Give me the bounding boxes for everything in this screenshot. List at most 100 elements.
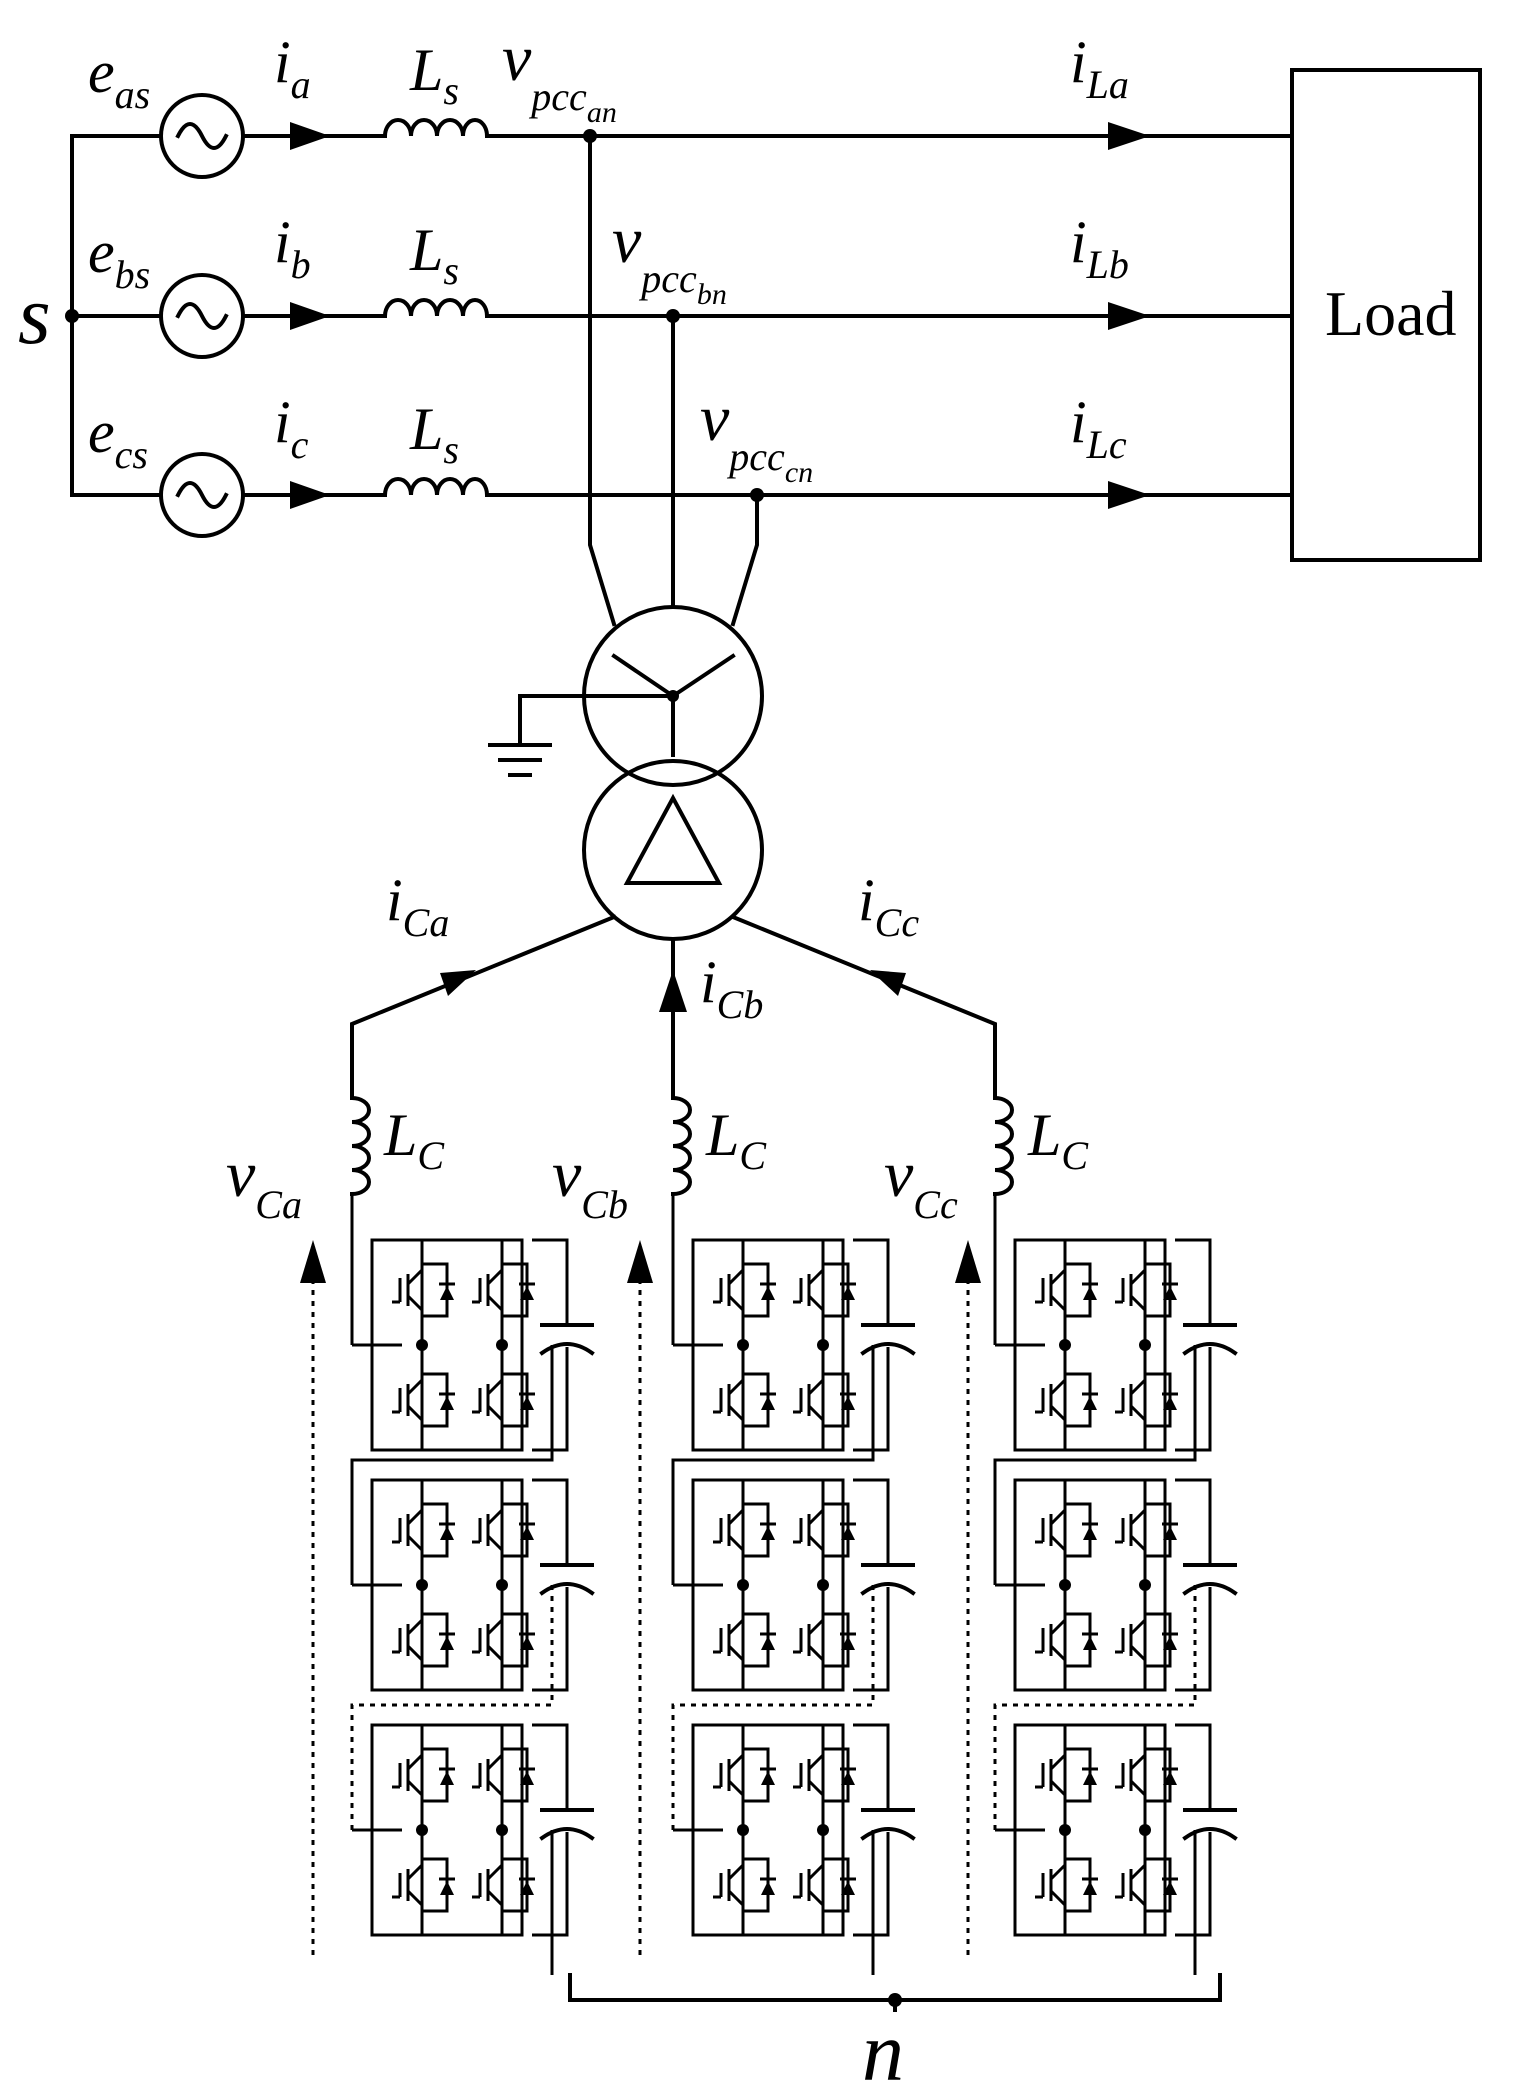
cell-frame [1013, 1238, 1167, 1452]
neutral-label: n [862, 2006, 904, 2091]
igbt-collector-icon [1049, 1863, 1067, 1881]
igbt-frame-icon [500, 1857, 529, 1913]
igbt-collector-icon [1129, 1508, 1147, 1526]
load-current-a-sub: La [1086, 62, 1129, 107]
igbt-frame-icon [1063, 1502, 1092, 1558]
svg-text:vCc: vCc [884, 1138, 958, 1227]
igbt-frame-icon [821, 1502, 850, 1558]
igbt-emitter-icon [1129, 1534, 1147, 1552]
igbt-collector-icon [406, 1508, 424, 1526]
igbt-emitter-icon [486, 1294, 504, 1312]
converter-current-c: i [858, 867, 875, 933]
source-inductor-c-label: L [409, 396, 443, 462]
capacitor-curve-icon [860, 1342, 916, 1356]
igbt-emitter-icon [486, 1404, 504, 1422]
cell-dc-top-wire [532, 1723, 569, 1810]
igbt-frame-icon [741, 1372, 770, 1428]
svg-text:iCa: iCa [386, 867, 449, 945]
converter-feeds [350, 914, 997, 1100]
cell-dc-top-wire [1175, 1238, 1212, 1325]
cell-mid-right-node [496, 1579, 508, 1591]
cell-dc-top-wire [853, 1478, 890, 1565]
cell-frame [1013, 1723, 1167, 1937]
igbt-frame-icon [821, 1747, 850, 1803]
svg-text:ia: ia [274, 29, 311, 107]
igbt-collector-icon [1129, 1268, 1147, 1286]
igbt-frame-icon [1143, 1372, 1172, 1428]
igbt-frame-icon [500, 1262, 529, 1318]
igbt-emitter-icon [406, 1889, 424, 1907]
igbt-frame-icon [1143, 1612, 1172, 1668]
pcc-b-sub: pcc [638, 256, 697, 301]
pcc-c-v: v [700, 382, 730, 455]
load-current-c-sub: Lc [1086, 422, 1127, 467]
converter-voltage-b: v [552, 1138, 582, 1211]
igbt-frame-icon [741, 1262, 770, 1318]
igbt-frame-icon [1143, 1747, 1172, 1803]
cell-frame [1013, 1478, 1167, 1692]
igbt-frame-icon [420, 1372, 449, 1428]
cell-frame [370, 1238, 524, 1452]
svg-text:iLa: iLa [1070, 29, 1129, 107]
igbt-collector-icon [406, 1863, 424, 1881]
emf-b-label: e [88, 219, 115, 285]
load-box: Load [1290, 68, 1482, 562]
cell-mid-right-node [1139, 1579, 1151, 1591]
igbt-collector-icon [727, 1508, 745, 1526]
source-current-arrows [290, 122, 1150, 509]
igbt-emitter-icon [1049, 1889, 1067, 1907]
igbt-emitter-icon [1049, 1294, 1067, 1312]
igbt-emitter-icon [807, 1404, 825, 1422]
cell-dc-bottom-wire [1175, 1587, 1212, 1692]
igbt-collector-icon [406, 1618, 424, 1636]
igbt-frame-icon [420, 1612, 449, 1668]
converter-current-labels: iCa iCb iCc [386, 867, 919, 1027]
igbt-emitter-icon [1129, 1294, 1147, 1312]
igbt-frame-icon [1063, 1857, 1092, 1913]
igbt-collector-icon [807, 1268, 825, 1286]
igbt-collector-icon [727, 1378, 745, 1396]
cell-dc-bottom-wire [853, 1587, 890, 1692]
igbt-frame-icon [420, 1857, 449, 1913]
igbt-collector-icon [406, 1753, 424, 1771]
igbt-emitter-icon [406, 1779, 424, 1797]
svg-text:Ls: Ls [409, 37, 459, 113]
igbt-emitter-icon [807, 1779, 825, 1797]
igbt-emitter-icon [1129, 1644, 1147, 1662]
cell-mid-left-node [737, 1339, 749, 1351]
svg-text:LC: LC [1027, 1102, 1089, 1178]
cell-mid-right-node [817, 1579, 829, 1591]
cell-dc-bottom-wire [853, 1347, 890, 1452]
igbt-frame-icon [821, 1612, 850, 1668]
igbt-emitter-icon [1129, 1779, 1147, 1797]
cell-frame [370, 1723, 524, 1937]
cell-dc-bottom-wire [532, 1832, 569, 1937]
pcc-a-v: v [502, 22, 532, 95]
igbt-collector-icon [1049, 1378, 1067, 1396]
cell-dc-top-wire [853, 1723, 890, 1810]
igbt-frame-icon [1063, 1372, 1092, 1428]
igbt-collector-icon [807, 1618, 825, 1636]
igbt-emitter-icon [727, 1404, 745, 1422]
cell-frame [691, 1238, 845, 1452]
svg-text:iCb: iCb [700, 949, 763, 1027]
igbt-emitter-icon [406, 1644, 424, 1662]
current-a-label: i [274, 29, 291, 95]
igbt-emitter-icon [727, 1889, 745, 1907]
igbt-emitter-icon [1049, 1534, 1067, 1552]
cell-mid-right-node [1139, 1339, 1151, 1351]
cell-dc-bottom-wire [532, 1587, 569, 1692]
cell-dc-top-wire [1175, 1723, 1212, 1810]
ac-source-a-icon [159, 93, 245, 179]
converter-inductors [349, 1095, 1014, 1197]
igbt-collector-icon [486, 1618, 504, 1636]
current-c-label: i [274, 389, 291, 455]
igbt-collector-icon [807, 1378, 825, 1396]
source-inductor-b-icon [382, 298, 490, 319]
emf-a-sub: as [115, 72, 151, 117]
capacitor-curve-icon [539, 1827, 595, 1841]
cell-series-link [993, 1345, 1197, 1585]
igbt-emitter-icon [486, 1779, 504, 1797]
converter-voltage-b-sub: Cb [581, 1182, 628, 1227]
